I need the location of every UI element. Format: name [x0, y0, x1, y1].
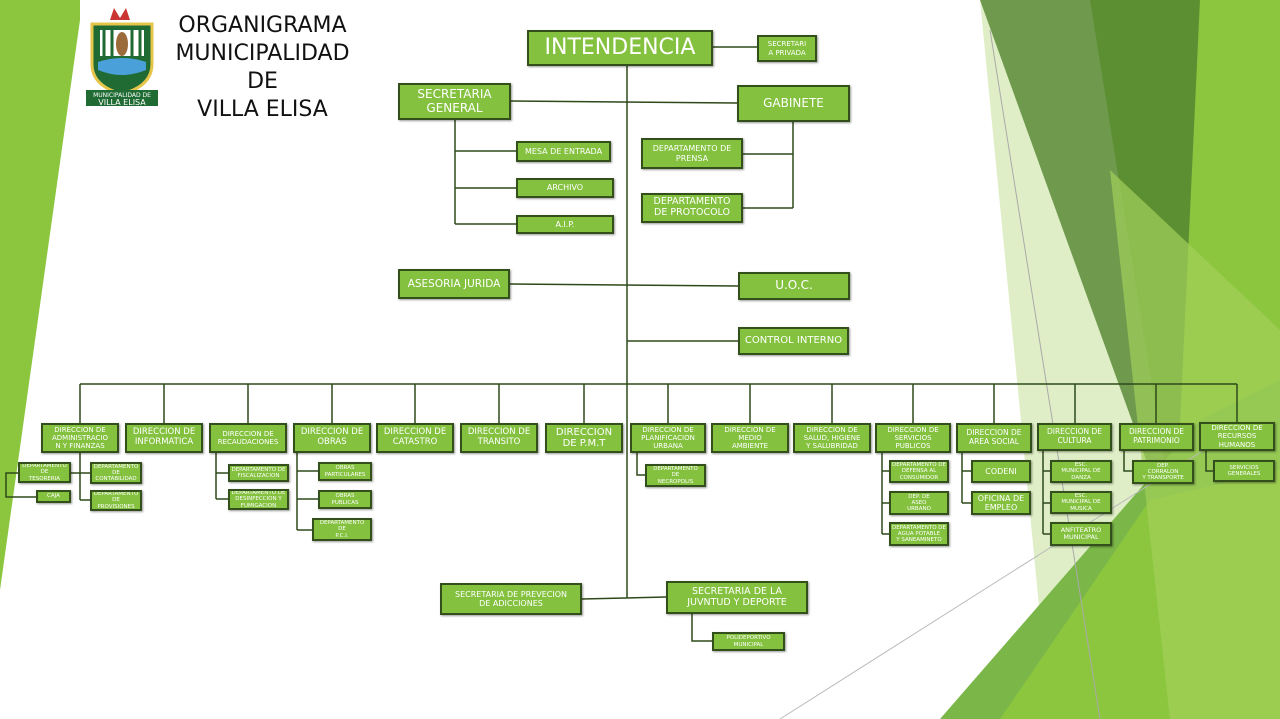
box-direccion-catastro[interactable]: DIRECCION DE CATASTRO: [376, 423, 454, 453]
box-departamento-protocolo[interactable]: DEPARTAMENTO DE PROTOCOLO: [641, 193, 743, 223]
box-desinfeccion[interactable]: DEPARTAMENTO DE DESINFECCION Y FUMIGACIO…: [228, 489, 289, 510]
box-direccion-informatica[interactable]: DIRECCION DE INFORMATICA: [125, 423, 203, 453]
box-departamento-prensa[interactable]: DEPARTAMENTO DE PRENSA: [641, 138, 743, 169]
svg-text:VILLA ELISA: VILLA ELISA: [98, 98, 146, 107]
box-escuela-musica[interactable]: ESC. MUNICIPAL DE MUSICA: [1050, 491, 1112, 514]
box-control-interno[interactable]: CONTROL INTERNO: [738, 327, 849, 355]
box-escuela-danza[interactable]: ESC. MUNICIPAL DE DANZA: [1050, 460, 1112, 483]
svg-text:MUNICIPALIDAD DE: MUNICIPALIDAD DE: [93, 92, 151, 99]
box-anfiteatro[interactable]: ANFITEATRO MUNICIPAL: [1050, 522, 1112, 546]
box-servicios-generales[interactable]: SERVICIOS GENERALES: [1213, 460, 1275, 482]
box-direccion-administracion[interactable]: DIRECCION DE ADMINISTRACIO N Y FINANZAS: [41, 423, 119, 453]
box-defensa-consumidor[interactable]: DEPARTAMENTO DE DEFENSA AL CONSUMIDOR: [889, 460, 949, 483]
box-obras-particulares[interactable]: OBRAS PARTICULARES: [318, 462, 372, 481]
box-codeni[interactable]: CODENI: [971, 460, 1031, 483]
box-pci[interactable]: DEPARTAMENTO DE P.C.I.: [312, 518, 372, 541]
box-secretaria-prevencion[interactable]: SECRETARIA DE PREVECION DE ADICCIONES: [440, 583, 582, 615]
box-secretaria-general[interactable]: SECRETARIA GENERAL: [398, 83, 511, 120]
box-necropolis[interactable]: DEPARTAMENTO DE NECROPOLIS: [645, 464, 706, 487]
box-obras-publicas[interactable]: OBRAS PUBLICAS: [318, 490, 372, 509]
box-asesoria-juridica[interactable]: ASESORIA JURIDA: [398, 269, 510, 299]
box-contabilidad[interactable]: DEPARTAMENTO DE CONTABILIDAD: [90, 462, 142, 484]
box-direccion-salud[interactable]: DIRECCION DE SALUD, HIGIENE Y SALUBRIDAD: [793, 423, 871, 453]
box-direccion-planificacion[interactable]: DIRECCION DE PLANIFICACION URBANA: [630, 423, 706, 453]
box-tesoreria[interactable]: DEPARTAMENTO DE TESORERIA: [18, 462, 71, 483]
box-direccion-cultura[interactable]: DIRECCION DE CULTURA: [1037, 423, 1112, 451]
box-provisiones[interactable]: DEPARTAMENTO DE PROVISIONES: [90, 490, 142, 511]
box-aseo-urbano[interactable]: DEP. DE ASEO URBANO: [889, 491, 949, 515]
box-oficina-empleo[interactable]: OFICINA DE EMPLEO: [971, 491, 1031, 515]
page-title: ORGANIGRAMA MUNICIPALIDAD DE VILLA ELISA: [175, 13, 350, 122]
box-fiscalizacion[interactable]: DEPARTAMENTO DE FISCALIZACION: [228, 464, 289, 482]
box-aip[interactable]: A.I.P.: [516, 215, 614, 234]
box-direccion-transito[interactable]: DIRECCION DE TRANSITO: [460, 423, 538, 453]
box-agua-potable[interactable]: DEPARTAMENTO DE AGUA POTABLE Y SANEAMINE…: [889, 522, 949, 546]
box-direccion-servicios[interactable]: DIRECCION DE SERVICIOS PUBLICOS: [875, 423, 951, 453]
box-secretaria-juventud[interactable]: SECRETARIA DE LA JUVNTUD Y DEPORTE: [666, 581, 808, 614]
box-corralon[interactable]: DEP. CORRALON Y TRANSPORTE: [1132, 460, 1194, 484]
box-direccion-recaudaciones[interactable]: DIRECCION DE RECAUDACIONES: [209, 423, 287, 453]
box-secretaria-privada[interactable]: SECRETARI A PRIVADA: [757, 35, 817, 62]
box-direccion-obras[interactable]: DIRECCION DE OBRAS: [293, 423, 371, 453]
box-mesa-de-entrada[interactable]: MESA DE ENTRADA: [516, 141, 611, 162]
box-direccion-pmt[interactable]: DIRECCION DE P.M.T: [545, 423, 623, 453]
box-polideportivo[interactable]: POLIDEPORTIVO MUNICIPAL: [712, 632, 785, 651]
box-direccion-medio-ambiente[interactable]: DIRECCION DE MEDIO AMBIENTE: [711, 423, 789, 453]
box-caja[interactable]: CAJA: [36, 490, 71, 503]
box-uoc[interactable]: U.O.C.: [738, 272, 850, 300]
box-direccion-patrimonio[interactable]: DIRECCION DE PATRIMONIO: [1119, 423, 1194, 451]
box-intendencia[interactable]: INTENDENCIA: [527, 30, 713, 66]
box-direccion-area-social[interactable]: DIRECCION DE AREA SOCIAL: [956, 423, 1032, 453]
box-direccion-recursos-humanos[interactable]: DIRECCION DE RECURSOS HUMANOS: [1199, 422, 1275, 451]
box-gabinete[interactable]: GABINETE: [737, 85, 850, 122]
box-archivo[interactable]: ARCHIVO: [516, 178, 614, 198]
municipality-logo: MUNICIPALIDAD DE VILLA ELISA: [86, 8, 158, 107]
